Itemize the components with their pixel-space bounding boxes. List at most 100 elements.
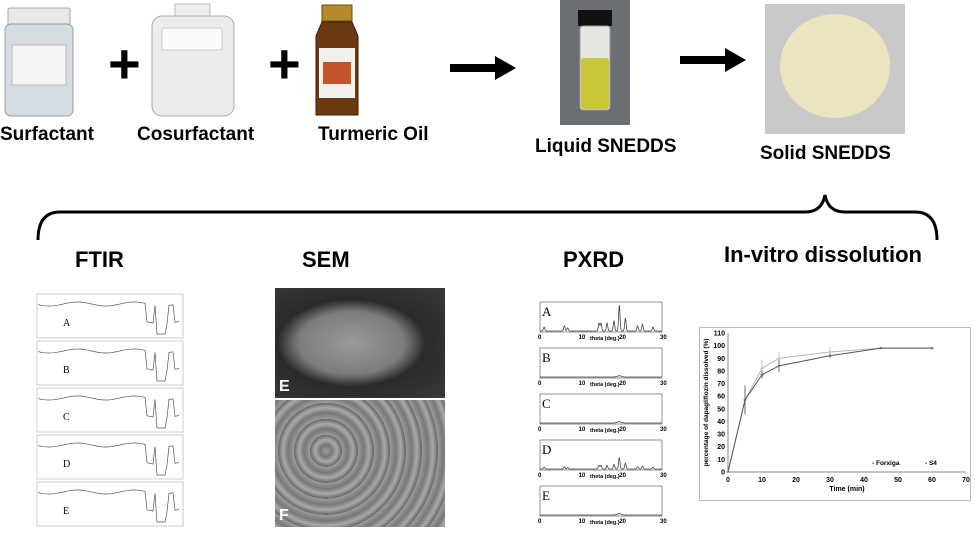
turmeric-oil-bottle-image: [315, 4, 359, 116]
plus-icon: +: [108, 32, 141, 95]
pxrd-panel: [539, 439, 663, 471]
pxrd-patterns: A 0 10 20 30 theta (deg.) B 0 10 20 30 theta (deg.)…: [530, 300, 675, 530]
pxrd-pattern-line: [540, 421, 662, 424]
x-tick-label: 50: [894, 477, 902, 484]
pxrd-tick-label: 30: [660, 473, 667, 479]
sem-panel-label: F: [279, 507, 289, 524]
ftir-panel-label: C: [63, 412, 70, 423]
pxrd-tick-label: 20: [619, 427, 626, 433]
series-line-s4: [727, 347, 932, 473]
pxrd-panel: [539, 301, 663, 333]
liquid-snedds-vial-image: [560, 0, 630, 125]
pxrd-tick-label: 0: [538, 381, 542, 387]
pxrd-panel-label: E: [542, 488, 550, 503]
surfactant-label: Surfactant: [0, 124, 94, 145]
process-illustration: [4, 0, 939, 241]
solid-snedds-label: Solid SNEDDS: [760, 143, 891, 164]
pxrd-xlabel: theta (deg.): [590, 520, 620, 526]
ftir-spectra-canvas: A B C D E: [36, 293, 184, 527]
x-tick-label: 10: [758, 477, 766, 484]
pxrd-tick-label: 0: [538, 427, 542, 433]
y-tick-label: 60: [717, 394, 725, 401]
pxrd-pattern-line: [540, 457, 662, 470]
ftir-panel: [36, 340, 184, 386]
ftir-panel-label: E: [63, 506, 69, 517]
turmeric-oil-label: Turmeric Oil: [318, 124, 429, 145]
arrow-right-icon: [450, 56, 516, 80]
ftir-panel: [36, 387, 184, 433]
pxrd-xlabel: theta (deg.): [590, 336, 620, 342]
pxrd-tick-label: 20: [619, 473, 626, 479]
y-tick-label: 0: [721, 470, 725, 477]
ftir-spectrum-line: [38, 301, 180, 335]
y-tick-label: 10: [717, 457, 725, 464]
y-tick-label: 50: [717, 406, 725, 413]
x-tick-label: 0: [726, 477, 730, 484]
pxrd-heading: PXRD: [563, 247, 625, 272]
dissolution-chart-frame: [699, 327, 971, 501]
ftir-spectrum-line: [38, 395, 180, 429]
pxrd-tick-label: 0: [538, 473, 542, 479]
pxrd-xlabel: theta (deg.): [590, 428, 620, 434]
pxrd-tick-label: 0: [538, 335, 542, 341]
x-tick-label: 40: [860, 477, 868, 484]
x-tick-label: 70: [962, 477, 970, 484]
pxrd-panel: [539, 347, 663, 379]
solid-snedds-powder-image: [765, 4, 905, 134]
pxrd-tick-label: 30: [660, 519, 667, 525]
ftir-spectrum-line: [38, 348, 180, 382]
ftir-panel-label: B: [63, 365, 70, 376]
sem-image-f: F: [275, 400, 445, 527]
pxrd-tick-label: 30: [660, 335, 667, 341]
plus-icon: +: [268, 32, 301, 95]
y-tick-label: 30: [717, 432, 725, 439]
sem-panel-label: E: [279, 378, 290, 395]
pxrd-xlabel: theta (deg.): [590, 474, 620, 480]
pxrd-tick-label: 20: [619, 381, 626, 387]
y-tick-label: 70: [717, 381, 725, 388]
brace: [36, 194, 939, 241]
pxrd-tick-label: 20: [619, 335, 626, 341]
y-tick-label: 20: [717, 444, 725, 451]
legend-entry: - S4: [925, 460, 937, 467]
liquid-snedds-label: Liquid SNEDDS: [535, 136, 677, 157]
pxrd-tick-label: 30: [660, 427, 667, 433]
pxrd-tick-label: 10: [579, 473, 586, 479]
x-tick-label: 30: [826, 477, 834, 484]
pxrd-pattern-line: [540, 375, 662, 378]
sem-image-e: E: [275, 288, 445, 398]
x-tick-label: 20: [792, 477, 800, 484]
y-tick-label: 110: [714, 331, 725, 338]
x-tick-label: 60: [928, 477, 936, 484]
x-axis-label: Time (min): [829, 486, 864, 493]
ftir-panel-label: D: [63, 459, 70, 470]
y-tick-label: 80: [717, 368, 725, 375]
legend-entry: - Forxiga: [872, 460, 900, 467]
pxrd-panel: [539, 485, 663, 517]
pxrd-panel-label: A: [542, 304, 552, 319]
arrow-right-icon: [680, 48, 746, 72]
y-axis-label: percentage of dapagliflozin dissolved (%…: [703, 339, 710, 467]
series-line-forxiga: [727, 347, 932, 473]
pxrd-tick-label: 10: [579, 381, 586, 387]
pxrd-pattern-line: [540, 513, 662, 516]
pxrd-panel-label: C: [542, 396, 551, 411]
pxrd-tick-label: 30: [660, 381, 667, 387]
pxrd-panel-label: D: [542, 442, 551, 457]
ftir-panel-label: A: [63, 318, 71, 329]
ftir-panel: [36, 293, 184, 339]
pxrd-tick-label: 10: [579, 335, 586, 341]
pxrd-tick-label: 0: [538, 519, 542, 525]
pxrd-panel-label: B: [542, 350, 551, 365]
pxrd-tick-label: 10: [579, 519, 586, 525]
y-tick-label: 40: [717, 419, 725, 426]
pxrd-canvas: A 0 10 20 30 theta (deg.) B 0 10 20 30 theta (deg.)…: [538, 301, 667, 526]
cosurfactant-label: Cosurfactant: [137, 124, 255, 145]
cosurfactant-bottle-image: [151, 3, 235, 117]
ftir-panel: [36, 434, 184, 480]
pxrd-xlabel: theta (deg.): [590, 382, 620, 388]
y-tick-label: 90: [717, 356, 725, 363]
ftir-heading: FTIR: [75, 247, 124, 272]
y-tick-label: 100: [713, 343, 725, 350]
